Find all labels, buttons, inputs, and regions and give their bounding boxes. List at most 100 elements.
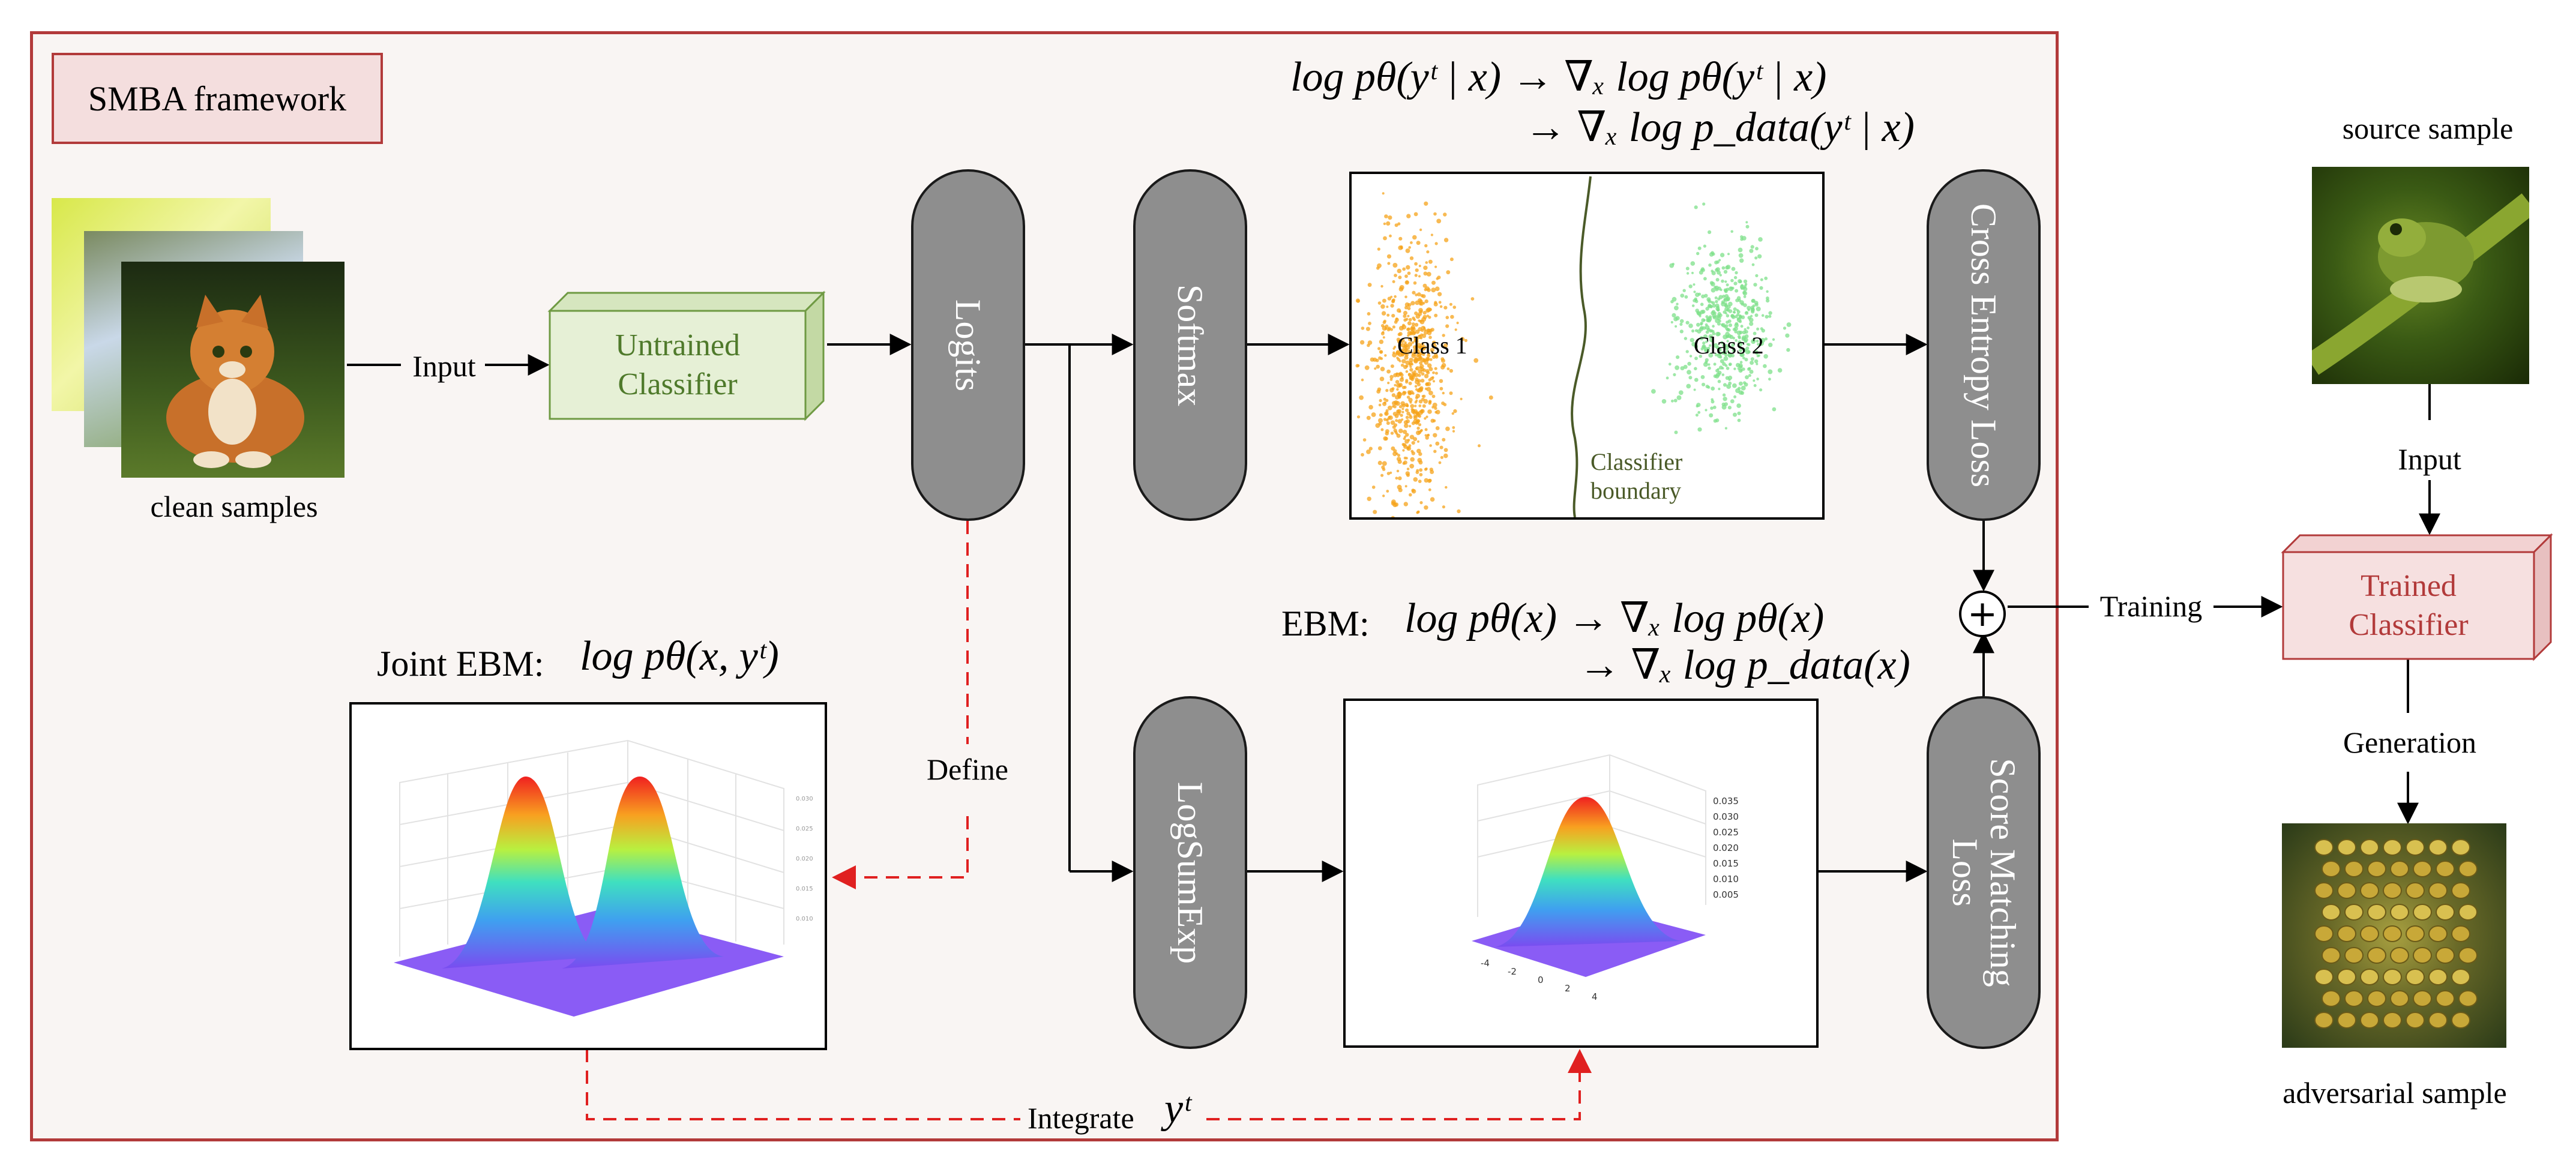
scatter-point (1433, 212, 1437, 216)
scatter-point (1702, 202, 1706, 206)
scatter-point (1382, 494, 1385, 497)
scatter-point (1416, 241, 1421, 245)
class-2-label: Class 2 (1694, 332, 1764, 359)
scatter-point (1413, 281, 1417, 285)
scatter-point (1719, 365, 1723, 370)
scatter-point (1405, 471, 1410, 476)
scatter-point (1386, 421, 1390, 425)
softmax-label: Softmax (1170, 284, 1211, 406)
scatter-point (1386, 369, 1391, 374)
scatter-point (1411, 326, 1416, 332)
ebm-peak (1496, 797, 1682, 947)
scatter-point (1764, 276, 1768, 280)
scatter-point (1737, 411, 1741, 415)
scatter-point (1705, 340, 1708, 343)
scatter-point (1726, 328, 1730, 331)
corn-kernel (2367, 861, 2386, 877)
scatter-point (1763, 364, 1767, 368)
scatter-point (1418, 404, 1422, 407)
scatter-point (1401, 391, 1406, 396)
edge-integrate-right (1206, 1049, 1592, 1120)
scatter-point (1394, 346, 1397, 349)
corn-kernel (2344, 861, 2364, 877)
scatter-point (1392, 325, 1395, 329)
scatter-point (1756, 340, 1759, 343)
scatter-point (1418, 399, 1423, 404)
scatter-point (1745, 221, 1748, 224)
scatter-point (1768, 377, 1771, 381)
svg-text:0.015: 0.015 (796, 886, 813, 892)
boundary-line-2: boundary (1590, 477, 1682, 504)
scatter-point (1732, 383, 1737, 388)
scatter-point (1359, 340, 1365, 345)
scatter-point (1408, 317, 1412, 322)
frog-illustration (2312, 193, 2529, 375)
scatter-point (1398, 310, 1401, 313)
scatter-point (1413, 212, 1418, 217)
scatter-point (1416, 511, 1419, 514)
corn-kernel (2383, 925, 2402, 942)
adversarial-sample-label: adversarial sample (2283, 1076, 2507, 1110)
scatter-point (1392, 263, 1398, 268)
scatter-point (1394, 223, 1398, 227)
scatter-point (1411, 341, 1415, 344)
scatter-point (1405, 248, 1410, 253)
scatter-point (1382, 461, 1387, 466)
scatter-point (1416, 420, 1419, 424)
scatter-point (1384, 214, 1388, 218)
scatter-point (1405, 408, 1409, 412)
scatter-point (1424, 244, 1428, 248)
scatter-point (1409, 361, 1413, 365)
scatter-point (1395, 476, 1398, 480)
scatter-point (1449, 391, 1453, 395)
clean-samples-label: clean samples (150, 490, 318, 523)
scatter-point (1724, 289, 1728, 293)
scatter-point (1422, 352, 1425, 356)
scatter-point (1387, 405, 1392, 410)
scatter-point (1740, 325, 1744, 328)
scatter-point (1427, 288, 1431, 292)
corn-kernel (2383, 882, 2402, 899)
scatter-point (1755, 247, 1759, 251)
scatter-point (1739, 280, 1742, 283)
scatter-point (1754, 359, 1759, 364)
scatter-point (1415, 470, 1419, 474)
scatter-point (1395, 419, 1398, 422)
scatter-point (1713, 419, 1717, 423)
scatter-point (1456, 322, 1459, 325)
scatter-point (1723, 356, 1729, 361)
scatter-point (1442, 391, 1445, 395)
scatter-point (1434, 367, 1437, 370)
scatter-point (1750, 357, 1754, 361)
scatter-point (1750, 308, 1755, 313)
scatter-point (1679, 322, 1683, 326)
source-sample-label: source sample (2342, 112, 2514, 145)
scatter-point (1380, 428, 1384, 431)
softmax-node: Softmax (1133, 169, 1247, 521)
scatter-point (1422, 311, 1427, 315)
corn-kernel (2413, 947, 2432, 964)
score-matching-label: Score Matching Loss (1945, 758, 2023, 987)
scatter-point (1413, 338, 1418, 343)
scatter-point (1747, 343, 1751, 346)
scatter-point (1416, 353, 1419, 358)
scatter-point (1378, 356, 1382, 360)
scatter-point (1377, 247, 1380, 251)
scatter-point (1437, 292, 1442, 296)
scatter-point (1419, 473, 1423, 476)
scatter-point (1392, 405, 1395, 408)
scatter-point (1416, 448, 1421, 454)
scatter-point (1695, 413, 1699, 417)
scatter-point (1386, 418, 1390, 421)
scatter-point (1400, 401, 1405, 406)
scatter-point (1414, 404, 1417, 407)
scatter-point (1407, 314, 1410, 317)
scatter-point (1700, 302, 1704, 306)
scatter-point (1359, 395, 1364, 400)
scatter-point (1717, 311, 1721, 316)
scatter-point (1398, 383, 1402, 387)
scatter-point (1407, 321, 1412, 326)
logits-label: Logits (948, 299, 989, 391)
